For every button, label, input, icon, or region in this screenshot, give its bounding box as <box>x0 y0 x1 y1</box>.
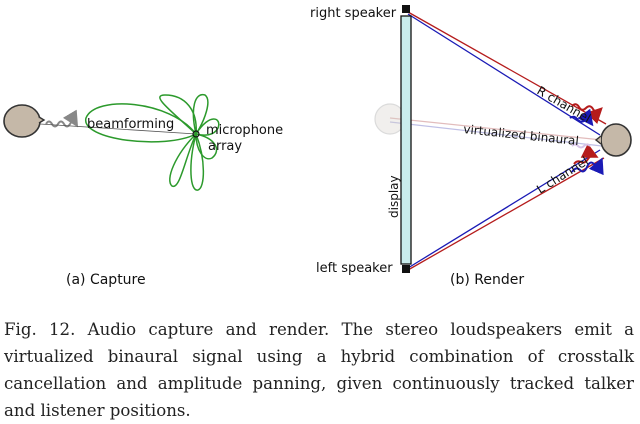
array-label: array <box>208 139 242 154</box>
render-subcaption: (b) Render <box>450 272 524 288</box>
figure-caption: Fig. 12. Audio capture and render. The s… <box>4 320 634 420</box>
r-channel-label: R channel <box>535 83 594 125</box>
capture-panel: beamforming microphone array (a) Capture <box>3 93 283 288</box>
capture-subcaption: (a) Capture <box>66 272 146 288</box>
right-speaker-icon <box>402 5 410 13</box>
talker-mic-line <box>39 123 197 135</box>
r-channel-wave-icon <box>571 103 603 125</box>
listener-head-icon <box>594 123 632 157</box>
left-speaker-label: left speaker <box>316 261 393 276</box>
virtualized-binaural-label: virtualized binaural <box>463 122 580 148</box>
sound-wave-icon <box>45 109 79 128</box>
right-speaker-label: right speaker <box>310 6 397 21</box>
talker-head-icon <box>3 104 46 138</box>
l-cross-wave-icon <box>573 143 599 165</box>
render-panel: display right speaker left speaker R cha… <box>310 5 632 288</box>
microphone-label: microphone <box>206 123 283 138</box>
r-cross-wave-icon <box>569 108 594 127</box>
display-label: display <box>387 175 401 218</box>
beamforming-label: beamforming <box>87 117 174 132</box>
microphone-array-icon <box>192 130 200 138</box>
figure: beamforming microphone array (a) Capture… <box>3 5 632 288</box>
left-speaker-icon <box>402 265 410 273</box>
l-channel-wave-icon <box>571 157 604 176</box>
display-panel <box>400 15 412 265</box>
virtual-wave-icon <box>571 143 591 149</box>
beam-pattern <box>85 93 220 191</box>
l-channel-label: L channel <box>534 154 591 197</box>
